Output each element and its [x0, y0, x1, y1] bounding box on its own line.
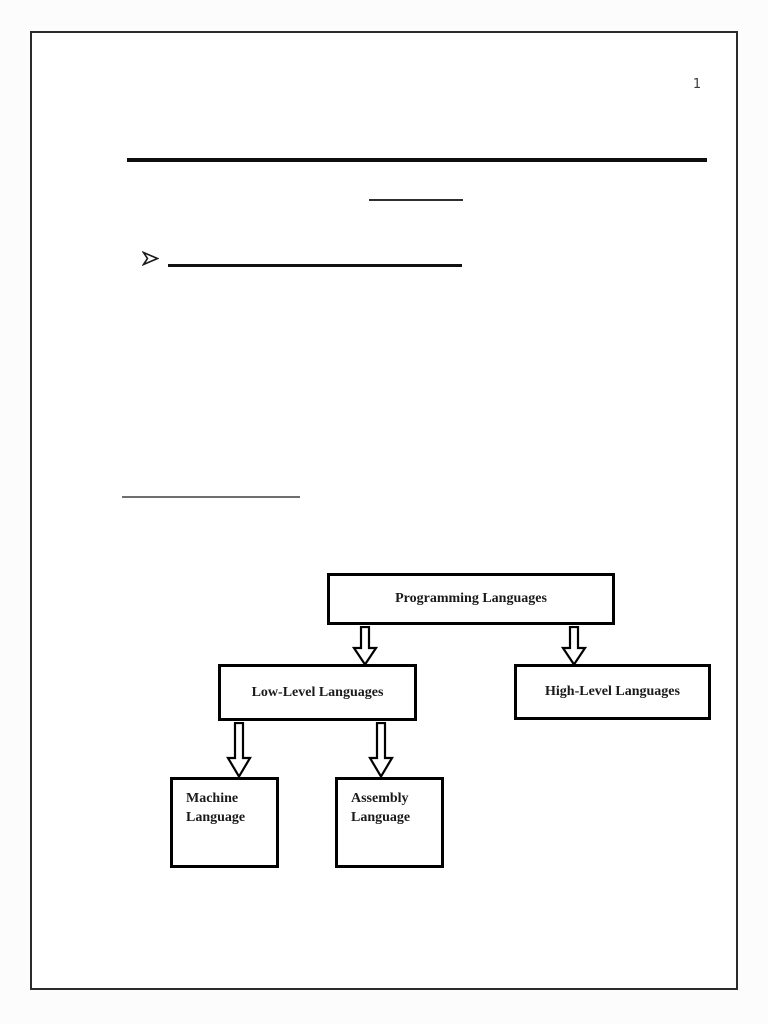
diagram-box-machine-language: Machine Language — [170, 777, 279, 868]
page-number: 1 — [692, 77, 702, 92]
document-page: 1 Programming Languages Low-Level Langua… — [30, 31, 738, 990]
diagram-box-programming-languages: Programming Languages — [327, 573, 615, 625]
diagram-box-assembly-language: Assembly Language — [335, 777, 444, 868]
down-block-arrow-icon — [560, 625, 588, 671]
down-block-arrow-icon — [226, 721, 252, 783]
title-rule — [127, 158, 707, 162]
diagram-box-low-level-languages: Low-Level Languages — [218, 664, 417, 721]
arrowhead-bullet-icon — [141, 250, 160, 267]
bullet-underline — [168, 264, 462, 267]
down-block-arrow-icon — [351, 625, 379, 671]
section-underline — [122, 496, 300, 498]
diagram-box-high-level-languages: High-Level Languages — [514, 664, 711, 720]
down-block-arrow-icon — [368, 721, 394, 783]
subtitle-underline — [369, 199, 463, 201]
